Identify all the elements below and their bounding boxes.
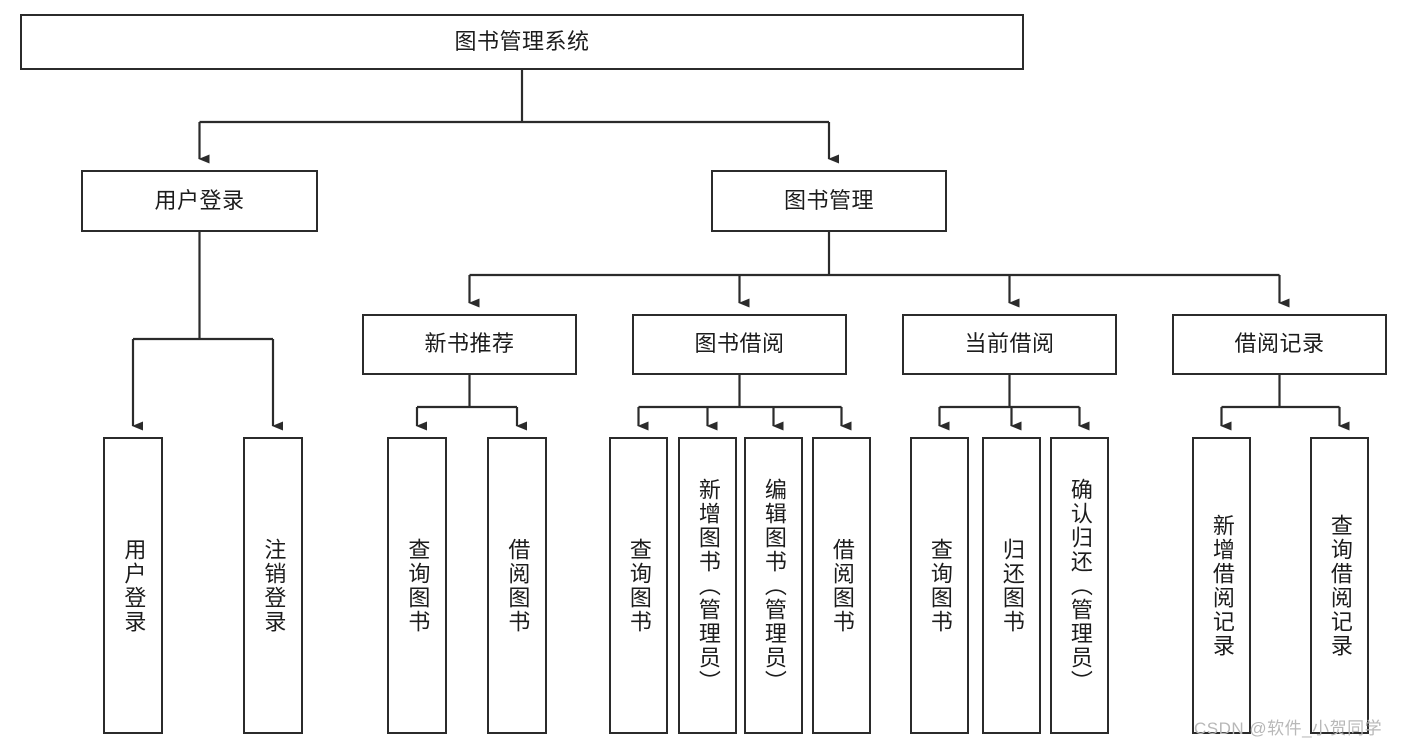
leaf-borrow-book-2-label: 借阅图书: [829, 537, 855, 634]
leaf-user-login[interactable]: 用户登录: [103, 437, 163, 734]
leaf-user-login-label: 用户登录: [121, 537, 147, 634]
node-book-management-label: 图书管理: [783, 187, 874, 213]
node-book-borrow-label: 图书借阅: [694, 331, 785, 357]
leaf-borrow-book-1-label: 借阅图书: [505, 537, 531, 634]
leaf-query-book-2[interactable]: 查询图书: [609, 437, 668, 734]
leaf-edit-book-label: 编辑图书（管理员）: [761, 477, 787, 694]
node-user-login-label: 用户登录: [154, 187, 245, 213]
node-book-borrow[interactable]: 图书借阅: [632, 314, 847, 375]
node-current-borrow[interactable]: 当前借阅: [902, 314, 1117, 375]
leaf-confirm-return[interactable]: 确认归还（管理员）: [1050, 437, 1109, 734]
leaf-add-book[interactable]: 新增图书（管理员）: [678, 437, 737, 734]
leaf-add-record-label: 新增借阅记录: [1209, 513, 1235, 658]
leaf-add-book-label: 新增图书（管理员）: [695, 477, 721, 694]
leaf-borrow-book-2[interactable]: 借阅图书: [812, 437, 871, 734]
leaf-query-record-label: 查询借阅记录: [1327, 513, 1353, 658]
node-book-management[interactable]: 图书管理: [711, 170, 947, 232]
node-root[interactable]: 图书管理系统: [20, 14, 1024, 70]
leaf-logout-label: 注销登录: [261, 537, 287, 634]
node-new-book-recommend[interactable]: 新书推荐: [362, 314, 577, 375]
node-borrow-record[interactable]: 借阅记录: [1172, 314, 1387, 375]
leaf-borrow-book-1[interactable]: 借阅图书: [487, 437, 547, 734]
leaf-return-book-label: 归还图书: [999, 537, 1025, 634]
leaf-add-record[interactable]: 新增借阅记录: [1192, 437, 1251, 734]
leaf-query-book-3-label: 查询图书: [927, 537, 953, 634]
leaf-edit-book[interactable]: 编辑图书（管理员）: [744, 437, 803, 734]
leaf-query-book-2-label: 查询图书: [626, 537, 652, 634]
leaf-query-book-1-label: 查询图书: [405, 537, 431, 634]
node-current-borrow-label: 当前借阅: [964, 331, 1055, 357]
leaf-query-book-1[interactable]: 查询图书: [387, 437, 447, 734]
leaf-confirm-return-label: 确认归还（管理员）: [1067, 477, 1093, 694]
leaf-return-book[interactable]: 归还图书: [982, 437, 1041, 734]
leaf-query-record[interactable]: 查询借阅记录: [1310, 437, 1369, 734]
node-user-login[interactable]: 用户登录: [81, 170, 318, 232]
node-new-book-recommend-label: 新书推荐: [424, 331, 515, 357]
leaf-logout[interactable]: 注销登录: [243, 437, 303, 734]
node-borrow-record-label: 借阅记录: [1234, 331, 1325, 357]
leaf-query-book-3[interactable]: 查询图书: [910, 437, 969, 734]
node-root-label: 图书管理系统: [454, 28, 590, 54]
csdn-watermark: CSDN @软件_小贺同学: [1194, 719, 1383, 738]
